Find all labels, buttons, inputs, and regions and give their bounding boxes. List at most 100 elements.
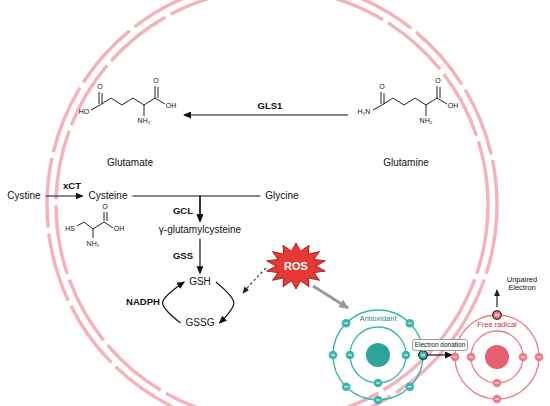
reaction-arrow: [132, 196, 200, 221]
electron: [467, 353, 476, 362]
reaction-arrow: [46, 195, 83, 196]
electron-dot: [467, 353, 476, 362]
ros-dashed-arrow: [243, 268, 266, 293]
cell-membrane-outer: [47, 0, 497, 406]
node-text: Glycine: [265, 190, 298, 202]
enzyme-label: GLS1: [257, 101, 284, 111]
atom-label: O: [435, 77, 440, 85]
electron: [346, 351, 355, 360]
electron-charge: [495, 399, 499, 400]
node-text: ROS: [284, 260, 308, 273]
electron: [493, 395, 502, 404]
electron: [493, 311, 502, 320]
electron-dot: [493, 395, 502, 404]
enzyme-label: GSS: [172, 251, 194, 261]
node-text: Cystine: [7, 190, 40, 202]
electron: [406, 383, 415, 392]
electron: [451, 353, 460, 362]
reaction-arrow: [199, 239, 200, 274]
electron: [519, 353, 528, 362]
metabolite-label: Glycine: [262, 189, 301, 203]
ros-starburst: ROS: [265, 242, 327, 290]
metabolite-label: Cystine: [4, 189, 43, 203]
node-text: Cysteine: [89, 190, 128, 202]
electron-dot: [535, 353, 544, 362]
ros-arrow: [313, 286, 348, 308]
electron-dot: [374, 396, 383, 405]
metabolite-label: γ-glutamylcysteine: [156, 223, 244, 237]
node-text: Free radical: [477, 321, 517, 330]
cell-membrane-inner: [56, 0, 488, 406]
electron: [342, 383, 351, 392]
node-text: Glutamine: [383, 157, 429, 169]
metabolite-label: GSH: [186, 275, 214, 289]
starburst-outline: [267, 243, 325, 289]
inner-orbit: [471, 331, 523, 383]
electron-dot: [342, 319, 351, 328]
electron-charge: [453, 357, 457, 358]
electron: [374, 379, 383, 388]
atom-label: OH: [166, 102, 177, 110]
electron: [419, 351, 428, 360]
node-text: γ-glutamylcysteine: [159, 224, 241, 236]
electron: [535, 353, 544, 362]
atom-label: NH₂: [87, 240, 100, 248]
atom-label: O: [379, 83, 384, 91]
electron-dot: [342, 383, 351, 392]
node-text: GSSG: [186, 317, 215, 329]
unpaired-electron-pointer: [496, 290, 497, 307]
node-text: Antioxidant: [359, 315, 396, 324]
electron-dot: [406, 319, 415, 328]
enzyme-label: NADPH: [125, 297, 161, 307]
electron: [493, 379, 502, 388]
atom-label: O: [102, 203, 107, 211]
electron-dot: [419, 351, 428, 360]
metabolite-label: GSSG: [183, 316, 218, 330]
electron: [402, 351, 411, 360]
reaction-arrow: [216, 282, 234, 323]
electron-charge: [421, 355, 425, 356]
metabolite-label: Cysteine: [86, 189, 131, 203]
electron-charge: [537, 357, 541, 358]
atom-label: O: [153, 77, 158, 85]
electron-dot: [493, 311, 502, 320]
electron-dot: [329, 351, 338, 360]
electron-dot: [493, 379, 502, 388]
enzyme-label: GCL: [172, 206, 194, 216]
glutamine-structure: [373, 86, 447, 116]
free-radical-atom: Free radical: [453, 313, 541, 401]
electron-charge: [331, 355, 335, 356]
electron-dot: [519, 353, 528, 362]
atom-label: OH: [114, 225, 125, 233]
electron-charge: [404, 355, 408, 356]
reaction-arrow: [427, 354, 452, 355]
electron-charge: [495, 383, 499, 384]
atom-label: O: [97, 83, 102, 91]
electron: [374, 396, 383, 405]
node-text: Glutamate: [107, 157, 153, 169]
electron-charge: [344, 323, 348, 324]
electron: [329, 351, 338, 360]
outer-orbit: [333, 310, 423, 400]
atom-label: NH₂: [420, 117, 433, 125]
electron-charge: [408, 323, 412, 324]
antioxidant-atom: Antioxidant: [330, 307, 426, 403]
electron-dot: [406, 383, 415, 392]
atom-label: H₂N: [358, 108, 371, 116]
process-label: Electron donation: [412, 339, 469, 350]
electron-charge: [521, 357, 525, 358]
electron-charge: [495, 315, 499, 316]
electron-dot: [374, 379, 383, 388]
inner-orbit: [350, 327, 406, 383]
atom-label: NH₂: [138, 117, 151, 125]
electron: [406, 319, 415, 328]
nucleus: [485, 345, 509, 369]
electron-charge: [469, 357, 473, 358]
electron-charge: [348, 355, 352, 356]
glutamate-structure: [91, 86, 165, 116]
atom-label: HO: [79, 108, 90, 116]
reaction-arrow: [184, 114, 348, 115]
reaction-arrow: [200, 196, 260, 221]
reaction-arrow: [163, 282, 185, 323]
